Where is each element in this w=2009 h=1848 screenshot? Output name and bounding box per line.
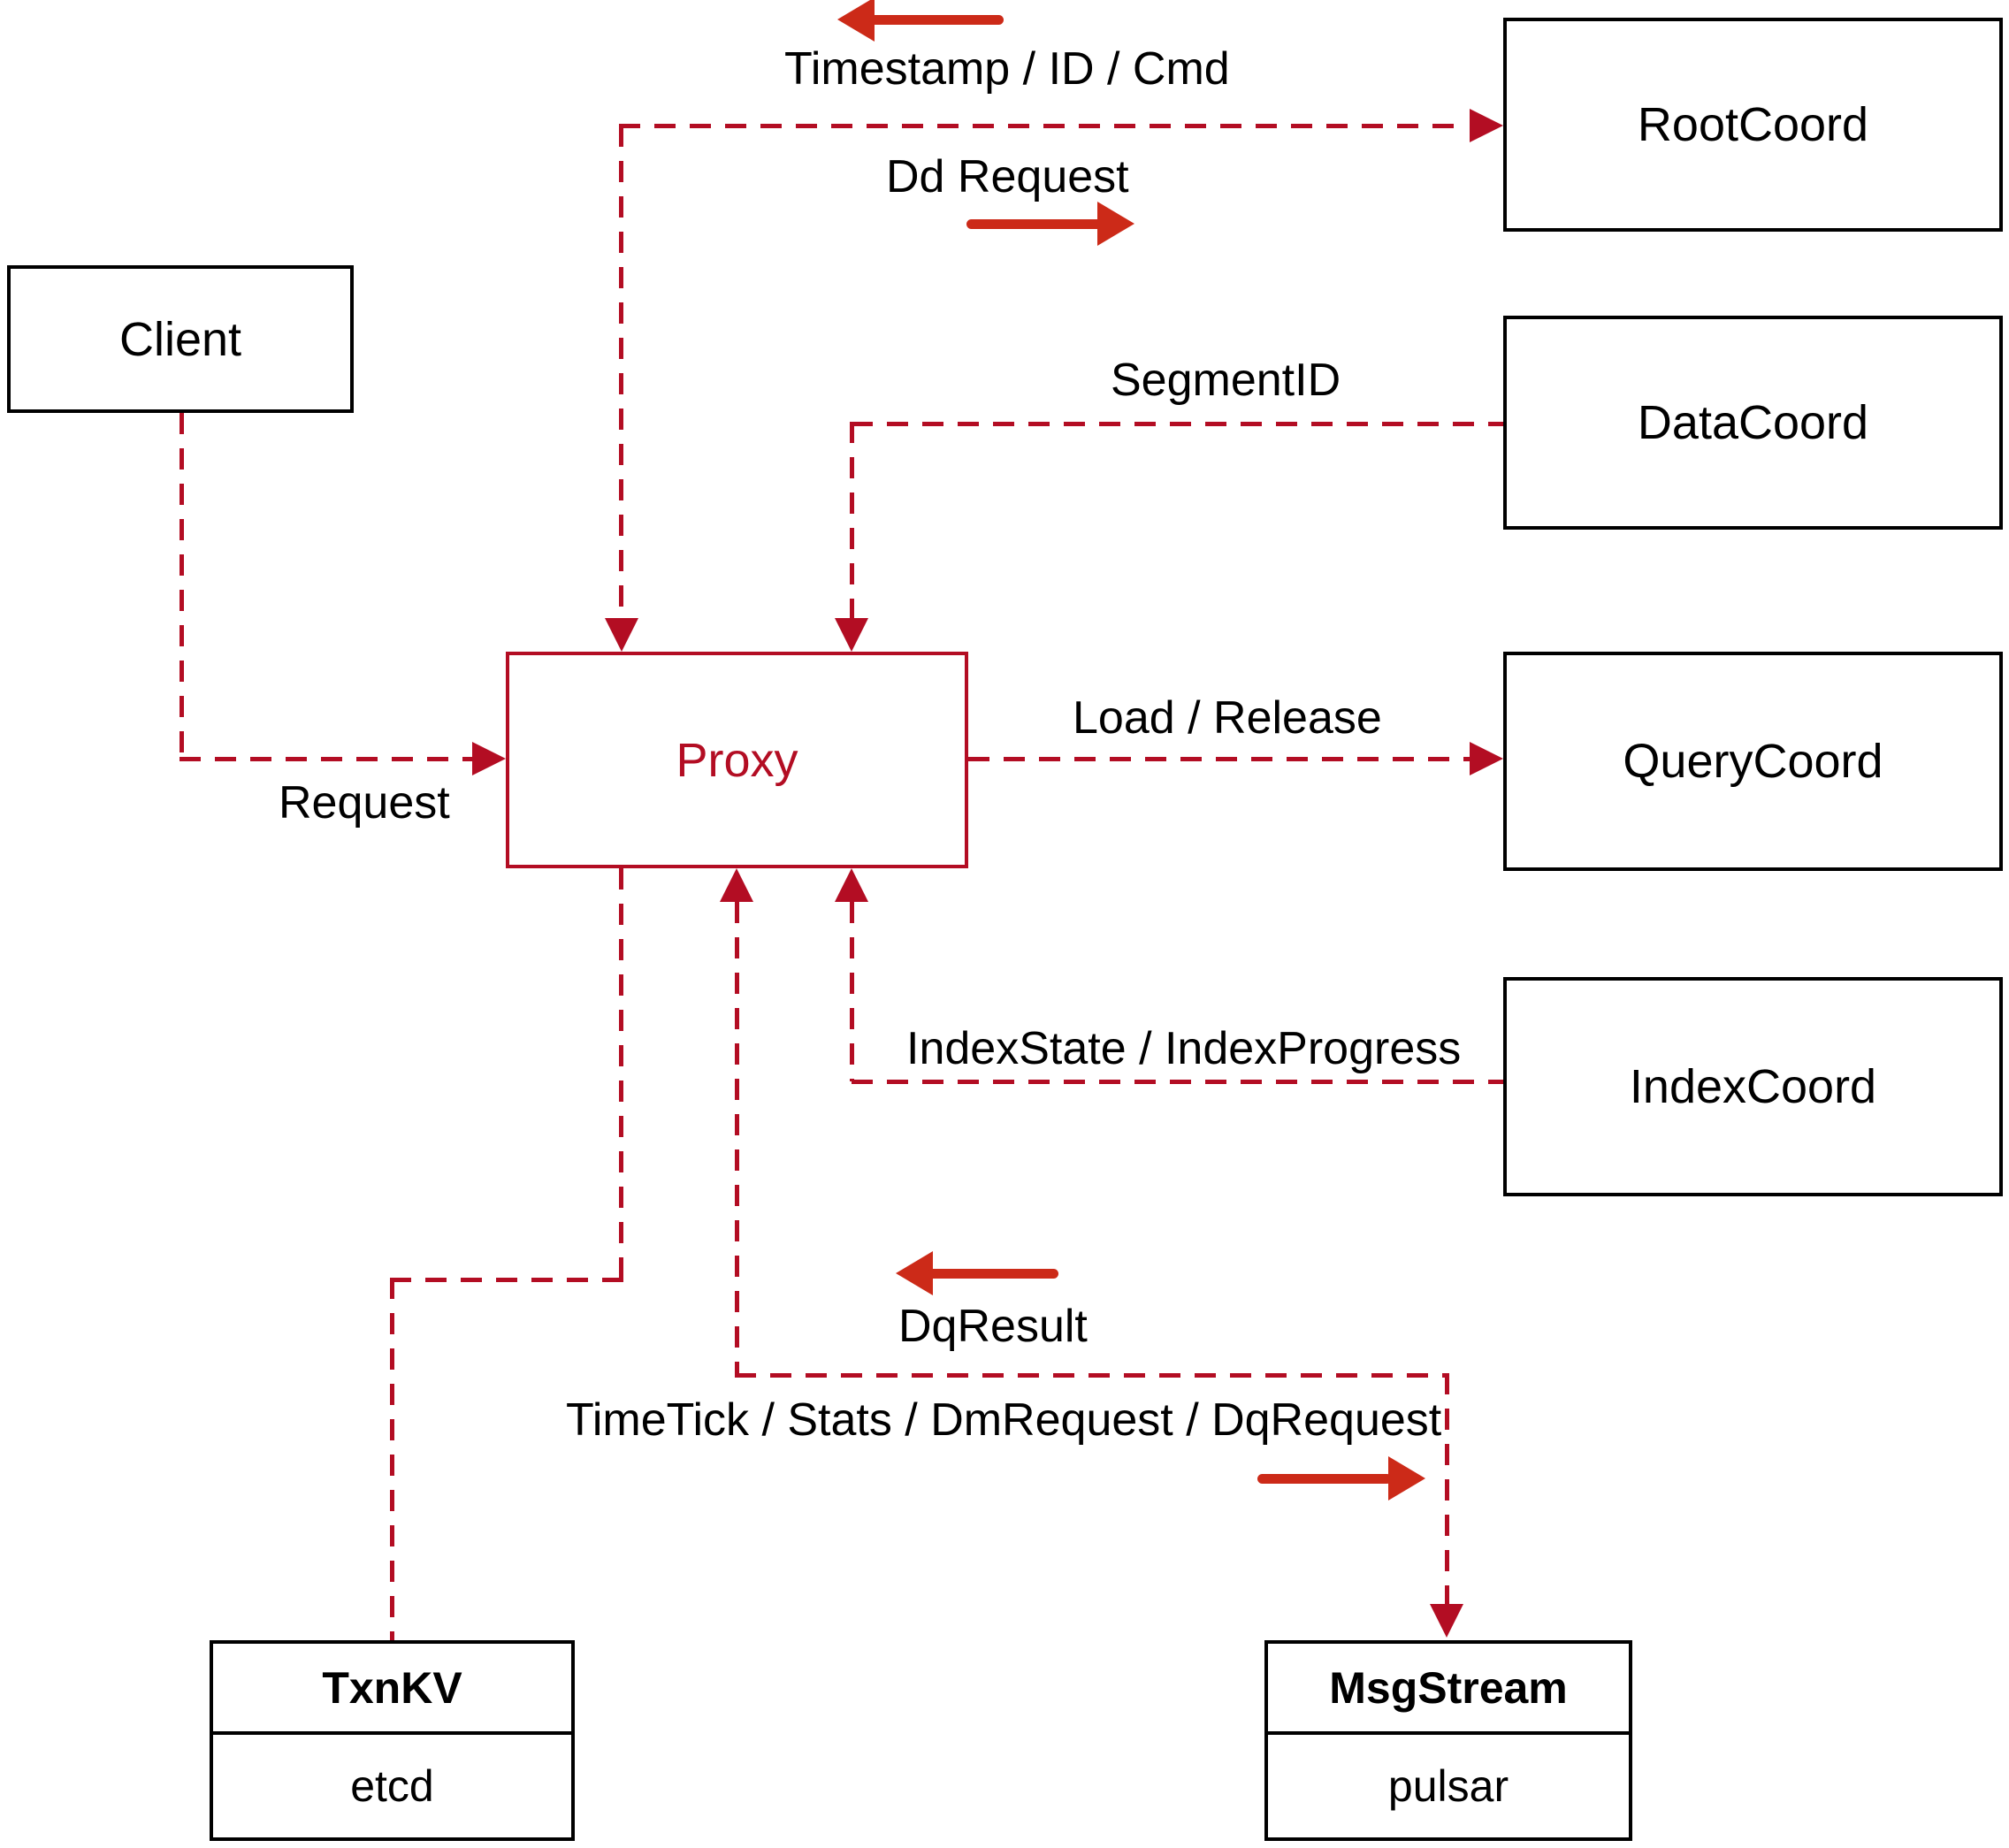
dq-result-left-arrow-body [928, 1269, 1058, 1279]
edge-label-request: Request [279, 777, 450, 829]
edge-proxy-querycoord-horizontal [968, 757, 1470, 761]
edge-label-dq-result: DqResult [898, 1301, 1088, 1352]
node-msgstream-title: MsgStream [1268, 1644, 1629, 1735]
edge-datacoord-proxy-arrowhead-icon [835, 618, 868, 652]
node-proxy: Proxy [506, 652, 968, 868]
node-indexcoord-label: IndexCoord [1629, 1060, 1877, 1113]
node-proxy-label: Proxy [676, 733, 798, 787]
edge-indexcoord-proxy-arrowhead-icon [835, 868, 868, 902]
timetick-right-arrow-icon [1388, 1456, 1425, 1501]
edge-label-timetick: TimeTick / Stats / DmRequest / DqRequest [566, 1394, 1442, 1446]
edge-label-load-release: Load / Release [1073, 692, 1382, 744]
node-msgstream-subtitle: pulsar [1387, 1761, 1509, 1811]
timestamp-left-arrow-icon [837, 0, 875, 42]
edge-client-proxy-arrowhead-icon [472, 742, 506, 775]
edge-rootcoord-proxy-arrowhead-icon [605, 618, 638, 652]
edge-datacoord-proxy-vertical [850, 422, 854, 618]
node-querycoord: QueryCoord [1503, 652, 2003, 871]
timetick-right-arrow-body [1257, 1474, 1392, 1484]
node-txnkv-title: TxnKV [213, 1644, 571, 1735]
edge-indexcoord-proxy-vertical [850, 902, 854, 1081]
edge-label-index-state: IndexState / IndexProgress [906, 1023, 1462, 1074]
node-txnkv: TxnKV etcd [210, 1640, 575, 1841]
timestamp-left-arrow-body [869, 15, 1004, 25]
edge-client-proxy-vertical [180, 413, 184, 757]
edge-proxy-txnkv-horizontal [390, 1278, 623, 1282]
node-datacoord: DataCoord [1503, 316, 2003, 530]
edge-label-dd-request: Dd Request [886, 151, 1129, 202]
edge-proxy-rootcoord-arrowhead-icon [1470, 109, 1503, 142]
edge-proxy-msgstream-horizontal [735, 1373, 1448, 1378]
node-rootcoord: RootCoord [1503, 18, 2003, 232]
dd-request-right-arrow-icon [1097, 202, 1134, 246]
dq-result-left-arrow-icon [896, 1251, 933, 1295]
edge-msgstream-proxy-arrowhead-icon [720, 868, 753, 902]
node-client: Client [7, 265, 354, 413]
edge-proxy-msgstream-vertical-1 [735, 902, 739, 1377]
edge-proxy-txnkv-vertical-1 [619, 868, 623, 1279]
edge-label-segment-id: SegmentID [1111, 355, 1341, 406]
node-indexcoord: IndexCoord [1503, 977, 2003, 1196]
node-txnkv-subtitle: etcd [350, 1761, 434, 1811]
edge-client-proxy-horizontal [180, 757, 474, 761]
node-rootcoord-label: RootCoord [1637, 98, 1869, 151]
edge-indexcoord-proxy-horizontal [852, 1080, 1503, 1084]
node-datacoord-label: DataCoord [1637, 396, 1869, 449]
edge-proxy-txnkv-vertical-2 [390, 1278, 394, 1640]
edge-datacoord-proxy-horizontal [852, 422, 1503, 426]
edge-proxy-rootcoord-horizontal [619, 124, 1468, 128]
node-querycoord-label: QueryCoord [1623, 735, 1883, 788]
node-msgstream: MsgStream pulsar [1264, 1640, 1632, 1841]
edge-proxy-msgstream-arrowhead-icon [1430, 1604, 1463, 1638]
dd-request-right-arrow-body [966, 219, 1103, 229]
edge-proxy-msgstream-vertical-2 [1445, 1373, 1449, 1606]
node-client-label: Client [118, 312, 242, 366]
edge-proxy-querycoord-arrowhead-icon [1470, 742, 1503, 775]
edge-label-timestamp: Timestamp / ID / Cmd [784, 43, 1230, 95]
edge-proxy-rootcoord-vertical [619, 126, 623, 619]
